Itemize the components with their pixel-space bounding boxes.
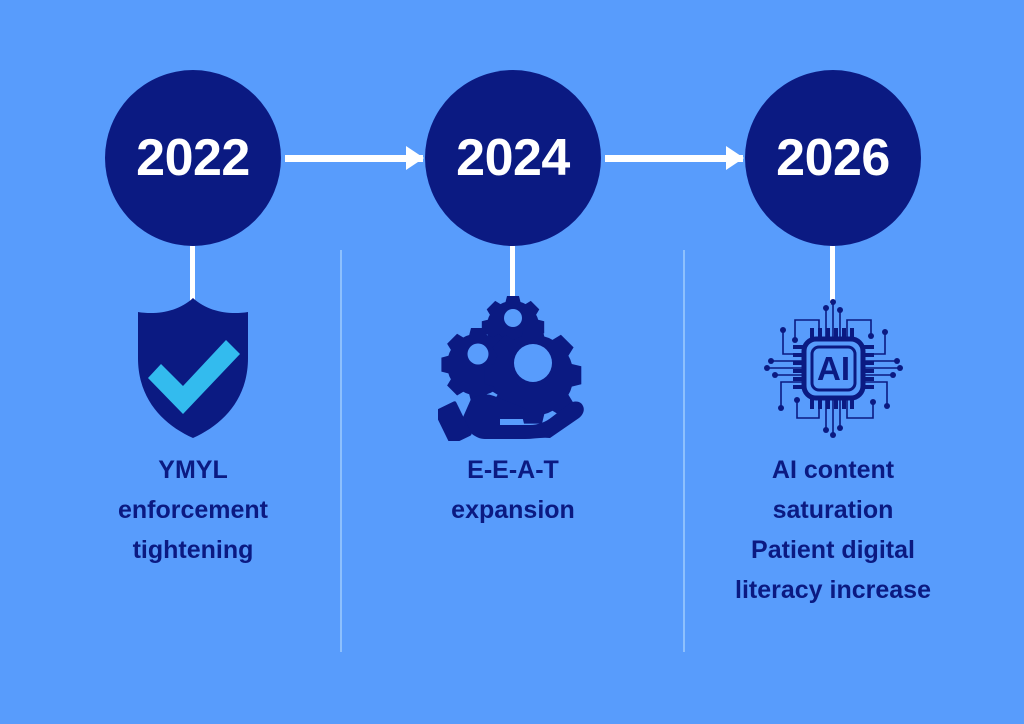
caption-line: YMYL xyxy=(158,456,228,484)
icon-ai-chip-container: AI xyxy=(733,296,933,441)
timeline-node-2022[interactable]: 2022 xyxy=(105,70,281,246)
arrow-head xyxy=(726,146,744,170)
caption-2026: AI content saturation Patient digital li… xyxy=(688,450,978,610)
caption-line: expansion xyxy=(451,496,575,524)
arrow-shaft xyxy=(285,155,423,162)
icon-shield-check-container xyxy=(93,296,293,441)
column-divider-2 xyxy=(683,250,685,652)
year-label-2022: 2022 xyxy=(136,129,250,187)
caption-2024: E-E-A-T expansion xyxy=(368,450,658,530)
connector-stem-2022 xyxy=(190,246,195,304)
connector-stem-2024 xyxy=(510,246,515,304)
year-label-2024: 2024 xyxy=(456,129,570,187)
column-divider-1 xyxy=(340,250,342,652)
connector-stem-2026 xyxy=(830,246,835,304)
year-label-2026: 2026 xyxy=(776,129,890,187)
caption-line: tightening xyxy=(132,536,254,564)
arrow-head xyxy=(406,146,424,170)
icon-hand-gears-container xyxy=(413,296,613,441)
hand-gears-icon xyxy=(438,296,584,441)
caption-line: enforcement xyxy=(117,496,269,524)
timeline-node-2026[interactable]: 2026 xyxy=(745,70,921,246)
arrow-2024-to-2026-icon xyxy=(605,146,744,170)
arrow-2022-to-2024-icon xyxy=(285,146,424,170)
ai-chip-label: AI xyxy=(817,350,850,387)
arrow-shaft xyxy=(605,155,743,162)
shield-check-icon xyxy=(138,298,248,438)
caption-line: E-E-A-T xyxy=(467,456,559,484)
caption-line: AI content xyxy=(771,456,895,484)
caption-line: literacy increase xyxy=(735,576,931,604)
caption-2022: YMYL enforcement tightening xyxy=(48,450,338,570)
timeline-node-2024[interactable]: 2024 xyxy=(425,70,601,246)
caption-line: Patient digital xyxy=(751,536,915,564)
ai-chip-icon: AI xyxy=(763,299,903,438)
caption-line: saturation xyxy=(772,496,894,524)
